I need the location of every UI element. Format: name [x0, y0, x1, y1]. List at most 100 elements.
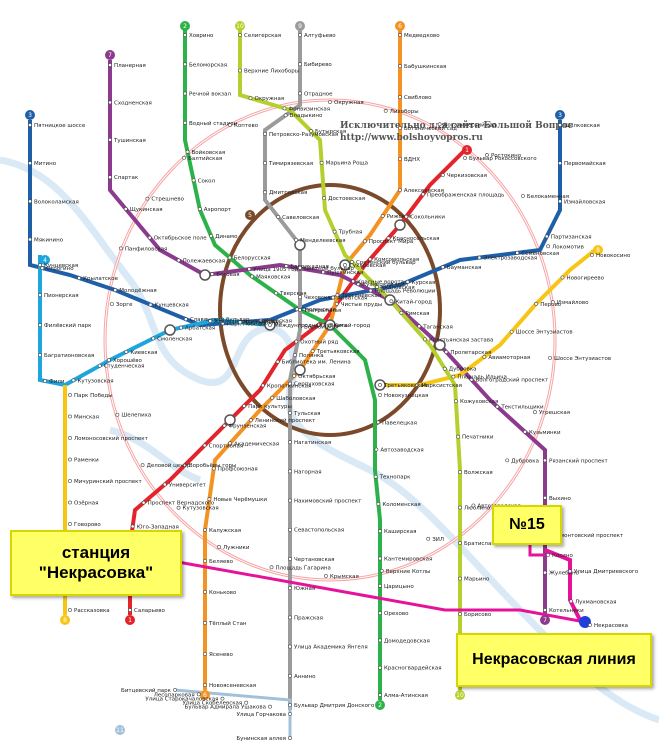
line-1-red	[128, 148, 467, 615]
station-dot	[176, 258, 181, 263]
station-dot	[378, 693, 382, 697]
station-dot	[258, 318, 263, 323]
station-dot	[147, 235, 152, 240]
station-label: Мякинино	[34, 237, 64, 243]
station-label: Семёновская	[521, 251, 559, 257]
station-label: Сокол	[198, 178, 216, 184]
station-dot	[183, 317, 188, 322]
station-label: Авиамоторная	[488, 355, 530, 361]
line-3-darkblue	[28, 120, 562, 328]
station-dot	[383, 109, 388, 113]
station-dot	[238, 33, 242, 37]
station-dot	[451, 374, 456, 379]
badge-2-south: 2	[378, 702, 382, 709]
station-label: Бунинская аллея	[236, 736, 286, 742]
station-label: ЗИЛ	[432, 537, 444, 543]
station-label: Фонвизинская	[288, 106, 330, 112]
station-label: Улица Скобелевская	[182, 701, 242, 707]
station-dot	[68, 393, 72, 397]
station-label: Александровский сад	[214, 318, 278, 325]
station-label: Алтуфьево	[304, 33, 336, 39]
station-dot	[118, 246, 123, 251]
station-label: Савеловская	[282, 215, 319, 221]
station-label: Раменки	[74, 458, 99, 464]
station-label: Митино	[34, 161, 57, 167]
station-label: Кунцевская	[44, 263, 78, 269]
station-label: Волжская	[464, 470, 493, 476]
station-dot	[203, 558, 207, 563]
station-label: Бутырская	[315, 129, 346, 135]
station-label: Зорге	[116, 302, 133, 308]
station-label: Бабушкинская	[404, 64, 446, 70]
watermark-line1: Исключительно для сайта Большой Вопрос	[340, 120, 574, 131]
station-label: Ботанический сад	[404, 125, 457, 132]
station-label: Пятницкое шоссе	[34, 123, 86, 129]
station-dot	[426, 536, 431, 541]
station-label: Щукинская	[130, 207, 163, 213]
station-label: Белокаменная	[527, 194, 569, 200]
station-label: Коньково	[209, 590, 237, 596]
station-label: Проспект Мира	[369, 239, 413, 245]
station-label: Тушинская	[113, 138, 146, 144]
station-dot	[298, 295, 302, 299]
station-dot	[440, 265, 445, 270]
station-dot	[210, 272, 215, 276]
line-6-orange	[203, 30, 402, 690]
station-label: Бульвар Дмитрия Донского	[294, 703, 375, 709]
station-dot	[250, 274, 254, 279]
station-dot	[368, 257, 373, 262]
station-dot	[378, 383, 382, 387]
station-dot	[458, 612, 462, 616]
station-label: Свиблово	[404, 95, 432, 101]
station-label: Парк Победы	[227, 321, 266, 327]
station-dot	[108, 100, 112, 105]
station-dot	[558, 123, 562, 127]
station-dot	[351, 279, 356, 284]
station-label: Пролетарская	[450, 350, 491, 356]
station-dot	[244, 700, 249, 705]
station-dot	[68, 608, 72, 612]
station-label: Лесопарковая	[154, 692, 195, 698]
station-dot	[590, 253, 594, 257]
station-label: Кунцевская	[155, 303, 189, 309]
station-dot	[247, 267, 252, 271]
station-dot	[71, 378, 76, 383]
station-dot	[68, 500, 72, 505]
station-dot	[295, 307, 299, 312]
station-label: Крымская	[330, 574, 359, 580]
station-dot	[276, 215, 281, 219]
station-label: Международная	[274, 323, 322, 329]
station-label: Щёлковская	[564, 123, 600, 129]
station-dot	[505, 458, 510, 463]
station-label: Хорошёво	[113, 358, 143, 364]
station-dot	[197, 207, 202, 211]
circle-line	[218, 183, 442, 437]
station-label: Сокольники	[410, 215, 445, 221]
station-label: Римская	[405, 311, 429, 317]
watermark-line2: http://www.bolshoyvopros.ru	[340, 133, 483, 143]
station-label: Минская	[74, 415, 99, 421]
line-10-lime	[238, 30, 462, 690]
station-dot	[546, 244, 551, 249]
station-label: Каширская	[384, 529, 416, 535]
station-dot	[509, 329, 514, 334]
station-dot	[495, 404, 500, 409]
station-dot	[77, 276, 81, 280]
station-dot	[356, 282, 361, 287]
station-label: Кутузовская	[77, 378, 113, 384]
station-label: Площадь Ильича	[457, 375, 506, 381]
station-dot	[28, 237, 32, 242]
station-dot	[477, 255, 482, 260]
station-label: Китай-город	[334, 322, 371, 329]
station-dot	[332, 229, 337, 234]
station-dot	[288, 644, 292, 649]
station-dot	[238, 68, 242, 73]
station-dot	[238, 320, 242, 325]
station-dot	[482, 354, 487, 359]
station-dot	[288, 736, 292, 740]
station-label: Отрадное	[304, 91, 333, 97]
station-dot	[322, 196, 327, 201]
station-dot	[115, 412, 120, 417]
station-dot	[310, 349, 315, 353]
station-dot	[398, 33, 402, 37]
